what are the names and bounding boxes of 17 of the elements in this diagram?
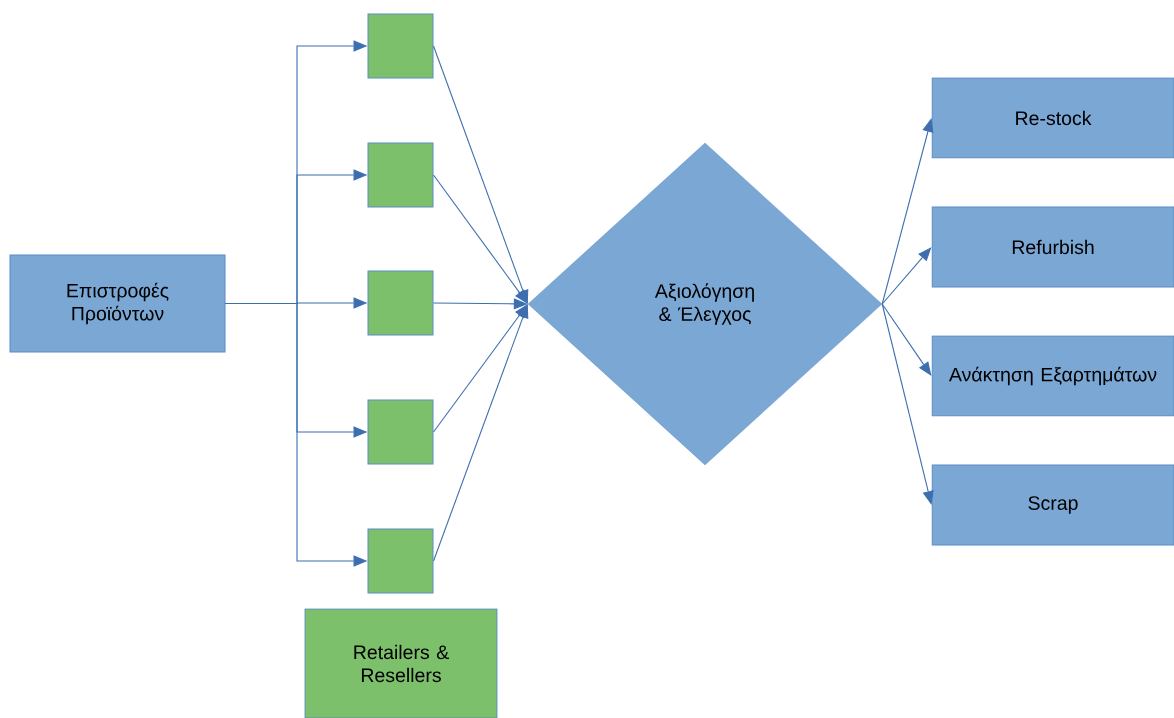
retailer-box bbox=[367, 528, 434, 594]
retailer-box bbox=[367, 13, 434, 79]
arrow bbox=[881, 247, 932, 305]
retailer-box bbox=[367, 399, 434, 465]
arrow bbox=[881, 118, 934, 305]
source-box: Επιστροφές Προϊόντων bbox=[9, 254, 226, 353]
outcome-box: Ανάκτηση Εξαρτημάτων bbox=[931, 335, 1174, 417]
outcome-box: Re-stock bbox=[931, 77, 1174, 159]
group-label-box: Retailers & Resellers bbox=[304, 608, 498, 718]
outcome-box: Refurbish bbox=[931, 206, 1174, 288]
arrow bbox=[881, 303, 932, 376]
arrow bbox=[881, 303, 934, 505]
arrow bbox=[432, 174, 528, 304]
retailer-box bbox=[367, 142, 434, 208]
retailer-box bbox=[367, 270, 434, 336]
outcome-box: Scrap bbox=[931, 464, 1174, 546]
arrow bbox=[432, 304, 529, 562]
